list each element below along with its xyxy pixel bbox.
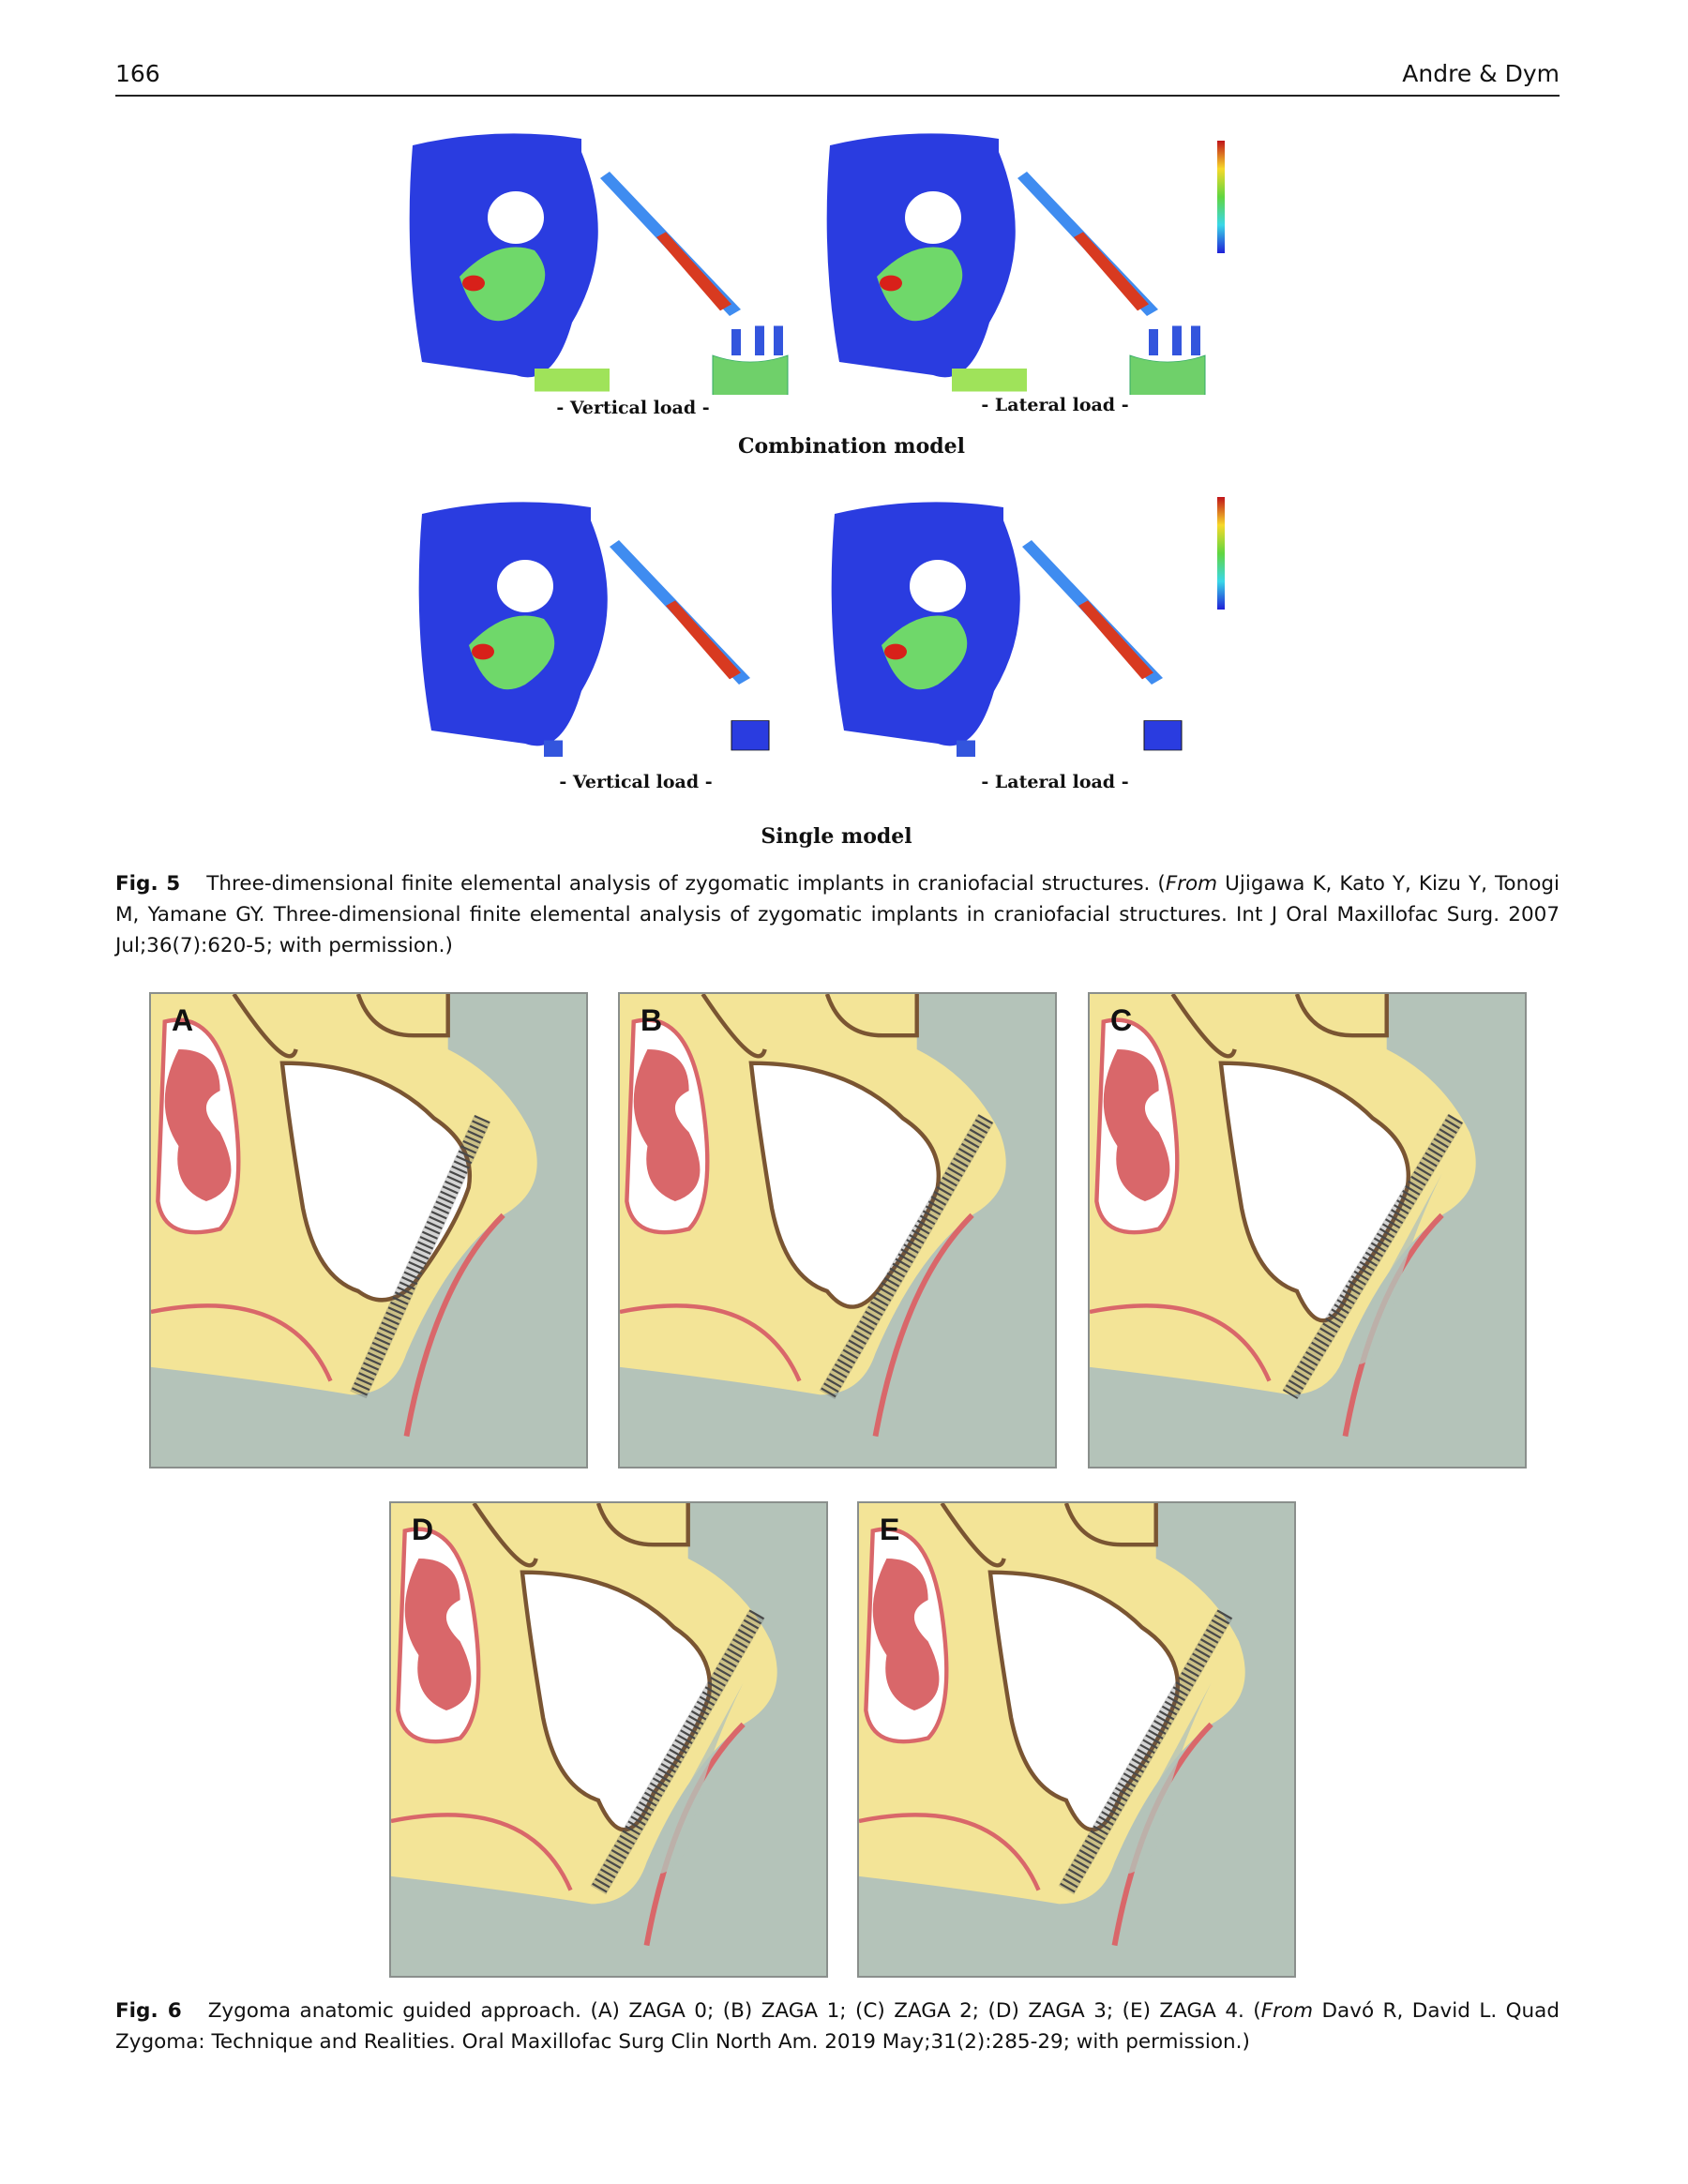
panel-letter: D	[412, 1513, 434, 1546]
fea-svg	[418, 502, 770, 757]
panel-letter: B	[641, 1003, 663, 1037]
header-rule	[115, 95, 1560, 97]
stress-color-scale	[1217, 497, 1225, 610]
panel-letter: C	[1110, 1003, 1133, 1037]
fea-svg	[826, 133, 1206, 400]
zaga-panel-e: E	[857, 1501, 1296, 1978]
top-left-label: - Vertical load -	[556, 398, 710, 418]
top-right-label: - Lateral load -	[981, 395, 1129, 415]
single-model-title: Single model	[761, 824, 912, 849]
page-number: 166	[115, 60, 160, 87]
bottom-right-label: - Lateral load -	[981, 772, 1129, 792]
fea-svg	[831, 502, 1183, 757]
fea-model-image	[413, 501, 806, 767]
stress-color-scale	[1217, 141, 1225, 253]
fea-model-image	[403, 132, 797, 400]
fig5-label: Fig. 5	[115, 872, 181, 896]
fea-model-image	[825, 501, 1219, 767]
running-title: Andre & Dym	[1402, 60, 1560, 87]
zaga-panel-d: D	[389, 1501, 828, 1978]
panel-letter: A	[172, 1003, 194, 1037]
bottom-left-label: - Vertical load -	[559, 772, 713, 792]
zaga-panel-a: A	[149, 992, 588, 1469]
panel-letter: E	[880, 1513, 900, 1546]
fea-model-image	[821, 132, 1214, 400]
zaga-panel-b: B	[618, 992, 1057, 1469]
combination-model-title: Combination model	[738, 434, 965, 459]
zaga-panel-c: C	[1088, 992, 1527, 1469]
fea-svg	[409, 133, 789, 400]
fig6-label: Fig. 6	[115, 1999, 182, 2023]
